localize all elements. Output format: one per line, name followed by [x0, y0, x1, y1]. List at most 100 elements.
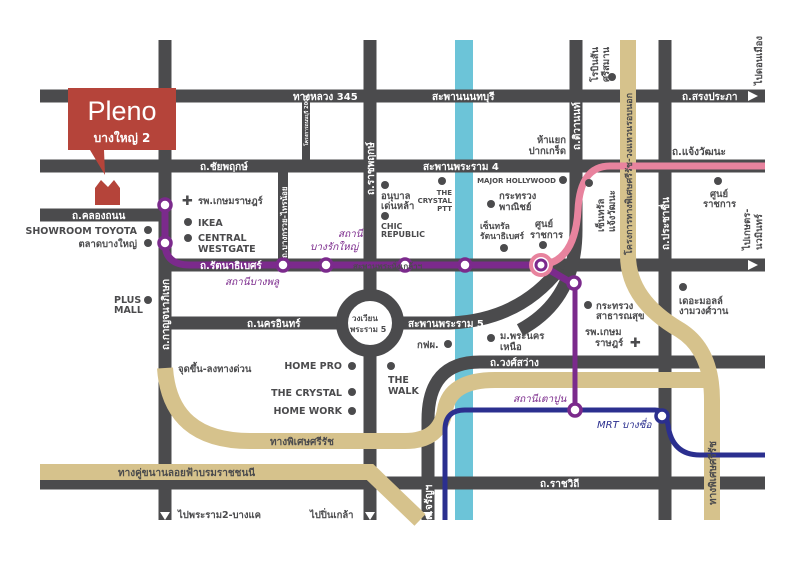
- place-central-chaeng-2: แจ้งวัฒนะ: [606, 190, 618, 232]
- place-pak-kret-2: ปากเกร็ด: [529, 144, 566, 157]
- place-dot-icon: [444, 340, 452, 348]
- label-chaiyaphruek: ถ.ชัยพฤกษ์: [200, 161, 248, 173]
- place-the-walk-2: WALK: [388, 386, 419, 397]
- place-plus-mall-1: PLUS: [114, 295, 141, 306]
- place-central-westgate-1: CENTRAL: [198, 233, 247, 244]
- place-crystal-ptt-3: PTT: [437, 205, 452, 213]
- station-icon: [318, 257, 334, 273]
- arrow-down-icon: [423, 512, 433, 520]
- interchange-station-inner-icon: [534, 258, 548, 272]
- label-song-prapa: ถ.สรงประภา: [682, 91, 738, 103]
- label-si-rat: ทางพิเศษศรีรัช: [270, 436, 334, 448]
- place-crystal-ptt-2: CRYSTAL: [418, 197, 453, 205]
- place-mall-ngamwongwan-2: งามวงศ์วาน: [679, 305, 729, 317]
- brand-subtitle: บางใหญ่ 2: [94, 130, 151, 145]
- roundabout-rama5: [336, 289, 404, 357]
- place-dot-icon: [348, 362, 356, 370]
- place-gov-center-2-b: ราชการ: [703, 199, 737, 210]
- label-road-2003: โครงการถนนบุรี 2003: [303, 94, 310, 147]
- place-central-rattanathibet-1: เซ็นทรัล: [480, 219, 510, 232]
- hospital-icon: ✚: [630, 336, 641, 351]
- label-ratchaphruek: ถ.ราชพฤกษ์: [365, 142, 377, 195]
- place-chic-republic-1: CHIC: [381, 222, 403, 231]
- station-tao-poon: สถานีเตาปูน: [513, 393, 567, 405]
- label-rattanathibet: ถ.รัตนาธิเบศร์: [200, 260, 262, 272]
- station-mrt-bang-sue: MRT บางซื่อ: [597, 417, 652, 431]
- place-central-westgate-2: WESTGATE: [198, 244, 256, 255]
- place-pak-kret-1: ห้าแยก: [537, 134, 566, 146]
- place-ikea: IKEA: [198, 218, 223, 229]
- place-dot-icon: [584, 301, 592, 309]
- place-dot-icon: [539, 241, 547, 249]
- place-robinson-2: ศรีสมาน: [600, 46, 612, 82]
- arrow-down-icon: [160, 512, 170, 520]
- direction-kaset-1: ไปเกษตร-: [741, 209, 753, 251]
- label-nakhon-in: ถ.นครอินทร์: [247, 318, 301, 330]
- expressways: [40, 40, 720, 526]
- place-gov-center-1-b: ราชการ: [530, 230, 564, 241]
- place-egat: กฟผ.: [417, 339, 439, 351]
- expressway-boromratchachonnani: [40, 464, 426, 526]
- place-kasemrad-2-1: รพ.เกษม: [585, 327, 622, 338]
- station-icon: [157, 235, 173, 251]
- station-icon: [157, 197, 173, 213]
- place-dot-icon: [144, 296, 152, 304]
- place-central-chaeng-1: เซ็นทรัล: [594, 198, 607, 232]
- place-dot-icon: [559, 176, 567, 184]
- label-prachachuen: ถ.ประชาชื่น: [658, 197, 672, 250]
- direction-rama2: ไปพระราม2-บางแค: [177, 509, 261, 521]
- hospital-icon: ✚: [182, 194, 193, 209]
- label-charan: ถ.จรัญฯ: [423, 484, 435, 520]
- place-dot-icon: [438, 177, 446, 185]
- label-khlong-thanon: ถ.คลองถนน: [72, 211, 125, 222]
- place-dot-icon: [184, 234, 192, 242]
- expressway-ring-road: [620, 40, 720, 520]
- label-rama4-bridge: สะพานพระราม 4: [423, 162, 499, 173]
- place-dot-icon: [387, 362, 395, 370]
- label-tiwanon: ถ.ติวานนท์: [571, 102, 583, 150]
- label-highway-345: ทางหลวง 345: [293, 92, 358, 103]
- expressway-si-rat: [157, 367, 705, 449]
- place-central-rattanathibet-2: รัตนาธิเบศร์: [480, 231, 525, 242]
- direction-kaset-2: นวมินทร์: [753, 213, 765, 250]
- direction-don-mueang: ไปดอนเมือง: [753, 36, 765, 86]
- label-nang-klao-bridge: สะพานพระนั่งเกล้าฯ: [353, 260, 423, 271]
- place-ministry-commerce-1: กระทรวง: [499, 191, 537, 202]
- place-plus-mall-2: MALL: [114, 305, 143, 316]
- station-bang-rak-yai-1: สถานี: [338, 228, 364, 240]
- place-kmutnb-2: เหนือ: [500, 341, 522, 353]
- place-home-pro: HOME PRO: [284, 361, 342, 372]
- road-wong-sawang: [421, 355, 765, 520]
- place-ministry-commerce-2: พาณิชย์: [499, 201, 531, 213]
- direction-pinklao: ไปปิ่นเกล้า: [309, 507, 354, 521]
- place-gov-center-1-a: ศูนย์: [535, 218, 553, 231]
- label-rama5-bridge: สะพานพระราม 5: [408, 319, 484, 330]
- place-kasemrad-1: รพ.เกษมราษฎร์: [198, 195, 264, 207]
- label-expressway-ramp: จุดขึ้น-ลงทางด่วน: [178, 361, 252, 375]
- label-chaengwattana: ถ.แจ้งวัฒนะ: [672, 146, 726, 158]
- label-kanchanaphisek: ถ.กาญจนาภิเษก: [160, 279, 172, 350]
- chao-phraya-river: [455, 40, 473, 520]
- place-ministry-health-1: กระทรวง: [596, 301, 634, 312]
- station-bang-rak-yai-2: บางรักใหญ่: [310, 241, 360, 253]
- place-kasemrad-2-2: ราษฎร์: [595, 337, 624, 349]
- arrow-down-icon: [365, 512, 375, 520]
- place-robinson-1: โรบินสัน: [589, 46, 601, 83]
- label-roundabout-1: วงเวียน: [352, 313, 378, 323]
- label-ratchawithi: ถ.ราชวิถี: [540, 478, 579, 490]
- place-dot-icon: [487, 200, 495, 208]
- arrow-right-icon: [748, 260, 758, 270]
- place-dot-icon: [348, 388, 356, 396]
- place-bang-yai-market: ตลาดบางใหญ่: [79, 238, 138, 250]
- place-gov-center-2-a: ศูนย์: [710, 188, 728, 201]
- place-dot-icon: [500, 244, 508, 252]
- brand-name: Pleno: [87, 96, 156, 126]
- place-dot-icon: [381, 181, 389, 189]
- station-bang-phlu: สถานีบางพลู: [225, 276, 280, 288]
- place-dot-icon: [144, 226, 152, 234]
- place-dot-icon: [381, 212, 389, 220]
- project-location-icon: [95, 180, 120, 205]
- place-chic-republic-2: REPUBLIC: [381, 230, 425, 239]
- place-dot-icon: [184, 218, 192, 226]
